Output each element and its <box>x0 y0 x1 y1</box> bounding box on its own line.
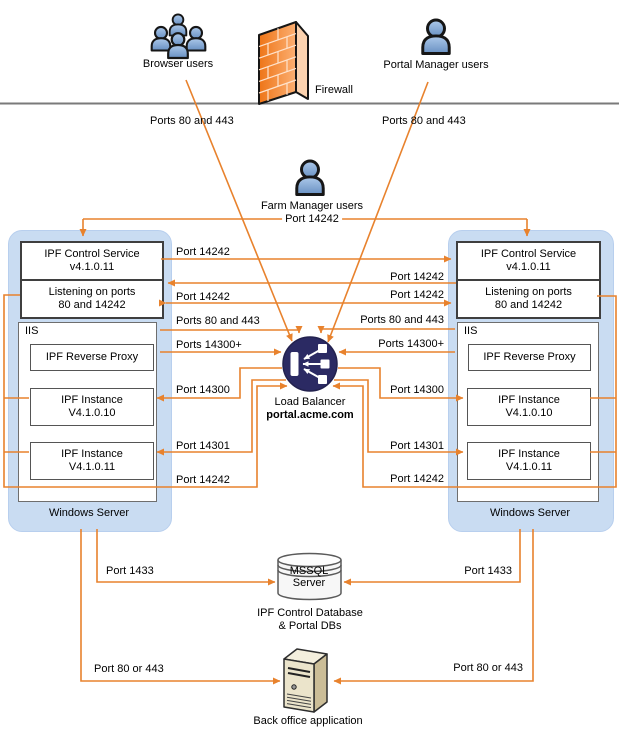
windows-server-left-caption: Windows Server <box>48 507 130 519</box>
portal-manager-users-icon <box>421 18 451 55</box>
mssql-name-line1: MSSQL <box>289 565 329 577</box>
firewall-label: Firewall <box>315 84 353 96</box>
connector-left-to-backoffice <box>80 529 281 685</box>
port-80-443-backoffice-left-label: Port 80 or 443 <box>94 663 164 675</box>
port-14301-right-label: Port 14301 <box>390 440 444 452</box>
port-14242-left-listen-label: Port 14242 <box>176 291 230 303</box>
ports-80-443-top-left-label: Ports 80 and 443 <box>150 115 234 127</box>
port-14242-right-out-label: Port 14242 <box>390 271 444 283</box>
ports-80-443-top-right-label: Ports 80 and 443 <box>382 115 466 127</box>
farm-manager-users-icon <box>295 159 325 196</box>
ports-80-443-left-label: Ports 80 and 443 <box>176 315 260 327</box>
database-caption-line1: IPF Control Database <box>257 607 363 619</box>
port-80-443-backoffice-right-label: Port 80 or 443 <box>453 662 523 674</box>
ports-14300plus-right-label: Ports 14300+ <box>378 338 444 350</box>
iis-label-left: IIS <box>25 325 39 337</box>
ports-14300plus-left-label: Ports 14300+ <box>176 339 242 351</box>
ports-80-443-right-label: Ports 80 and 443 <box>360 314 444 326</box>
backoffice-caption: Back office application <box>253 715 363 727</box>
reverse-proxy-box-left: IPF Reverse Proxy <box>30 344 154 371</box>
iis-label-right: IIS <box>464 325 478 337</box>
mssql-name-line2: Server <box>292 577 326 589</box>
load-balancer-icon <box>282 336 338 392</box>
port-14301-left-label: Port 14301 <box>176 440 230 452</box>
port-1433-left-label: Port 1433 <box>106 565 154 577</box>
load-balancer-label: Load Balancer <box>274 396 346 408</box>
connector-left-http-to-lb <box>160 326 303 334</box>
port-14300-left-label: Port 14300 <box>176 384 230 396</box>
farm-manager-users-label: Farm Manager users <box>260 200 364 212</box>
port-14242-left-cs-label: Port 14242 <box>176 246 230 258</box>
load-balancer-hostname: portal.acme.com <box>266 409 354 421</box>
browser-users-icon <box>150 13 207 60</box>
farm-manager-port-label: Port 14242 <box>282 213 342 225</box>
firewall-icon <box>258 21 309 105</box>
port-14242-right-listen-label: Port 14242 <box>390 289 444 301</box>
portal-manager-users-label: Portal Manager users <box>383 59 489 71</box>
connector-right-to-backoffice <box>333 529 534 685</box>
port-14242-bottom-left-label: Port 14242 <box>176 474 230 486</box>
windows-server-right-caption: Windows Server <box>489 507 571 519</box>
port-1433-right-label: Port 1433 <box>464 565 512 577</box>
port-14242-bottom-right-label: Port 14242 <box>390 473 444 485</box>
database-caption-line2: & Portal DBs <box>278 620 342 632</box>
port-14300-right-label: Port 14300 <box>390 384 444 396</box>
reverse-proxy-box-right: IPF Reverse Proxy <box>468 344 591 371</box>
browser-users-label: Browser users <box>142 58 214 70</box>
connector-right-http-to-lb <box>317 326 455 334</box>
backoffice-tower-icon <box>283 648 328 713</box>
